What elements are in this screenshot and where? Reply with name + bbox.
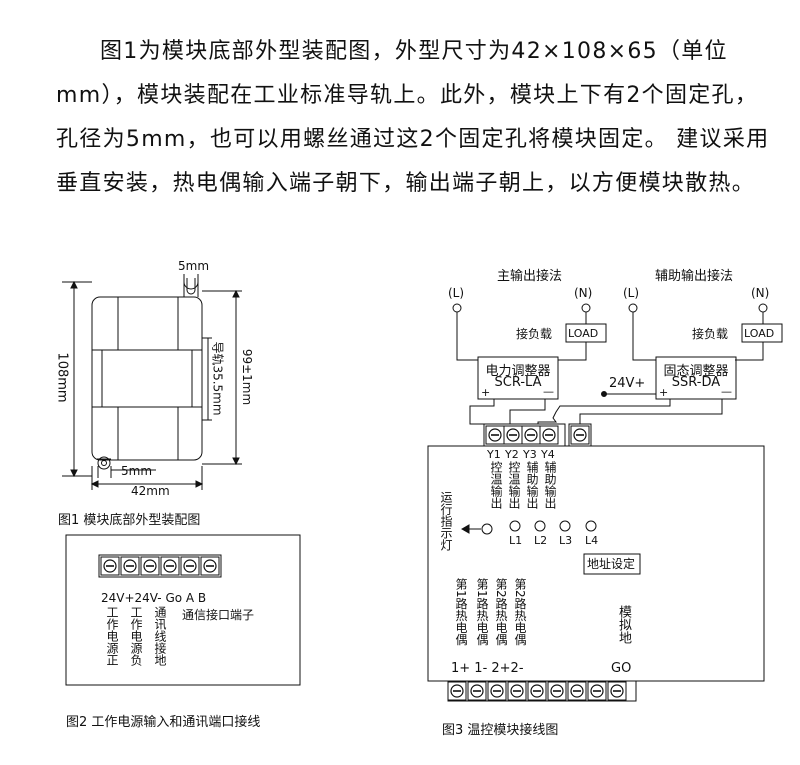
- fig2-col3: 通讯线接地: [153, 606, 167, 666]
- fig3-analog-ground: 模拟地: [616, 605, 631, 644]
- fig1-top-hole-label: 5mm: [178, 259, 210, 273]
- fig3-y4-desc: 辅助输出: [543, 461, 557, 509]
- fig3-y2-desc: 控温输出: [507, 461, 521, 509]
- fig2-col2: 工作电源负: [129, 606, 143, 666]
- fig3-bottom-labels: 1+ 1- 2+2-: [451, 661, 524, 676]
- fig3-minus2: —: [721, 385, 732, 398]
- fig3-load2-label: 接负载: [692, 327, 729, 341]
- fig3-scr2-model: SSR-DA: [671, 375, 721, 390]
- fig3-scr1-name: 电力调整器: [485, 364, 551, 379]
- fig2-caption: 图2 工作电源输入和通讯端口接线: [66, 715, 261, 730]
- fig1-height-label: 108mm: [54, 352, 70, 403]
- fig3-y2: Y2: [505, 448, 519, 461]
- fig1-drawing: [62, 274, 242, 490]
- fig3-tc4: 第2路热电偶: [513, 578, 527, 646]
- fig3-run-indicator: 运行指示灯: [439, 491, 453, 551]
- fig1-width-label: 42mm: [131, 484, 170, 498]
- fig3-load1-label: 接负载: [516, 327, 553, 341]
- fig3-load2: LOAD: [744, 327, 775, 340]
- fig3-go-label: GO: [611, 661, 632, 676]
- fig3-plus1: +: [481, 386, 491, 399]
- fig3-minus1: —: [543, 385, 554, 398]
- fig3-L1: (L): [448, 286, 465, 300]
- fig3-tc2: 第1路热电偶: [475, 578, 489, 646]
- fig3-addr: 地址设定: [587, 557, 636, 571]
- fig3-caption: 图3 温控模块接线图: [442, 723, 559, 738]
- fig2-comm-label: 通信接口端子: [182, 608, 255, 622]
- fig3-y1: Y1: [487, 448, 501, 461]
- fig3-load1: LOAD: [568, 327, 599, 340]
- fig3-drawing: [427, 303, 783, 702]
- fig3-l3: L3: [559, 534, 573, 547]
- fig1-rail-label: 导轨35.5mm: [210, 341, 225, 416]
- fig3-main-title: 主输出接法: [497, 269, 563, 284]
- fig2-col1: 工作电源正: [105, 606, 119, 666]
- fig3-24v: 24V+: [609, 376, 646, 391]
- fig3-l1: L1: [509, 534, 523, 547]
- fig3-scr2-name: 固态调整器: [663, 364, 729, 379]
- fig3-tc3: 第2路热电偶: [494, 578, 508, 646]
- fig2-terminal-labels: 24V+24V- Go A B: [101, 591, 207, 605]
- fig3-aux-title: 辅助输出接法: [655, 269, 734, 284]
- fig3-y3-desc: 辅助输出: [525, 461, 539, 509]
- fig3-L2: (L): [623, 286, 640, 300]
- fig3-y3: Y3: [523, 448, 537, 461]
- fig3-N2: (N): [751, 286, 770, 300]
- fig1-caption: 图1 模块底部外型装配图: [58, 513, 201, 528]
- fig3-plus2: +: [659, 386, 669, 399]
- fig3-l2: L2: [534, 534, 548, 547]
- fig2-drawing: [65, 534, 301, 686]
- fig3-tc1: 第1路热电偶: [454, 578, 468, 646]
- fig1-length-label: 99±1mm: [240, 348, 255, 406]
- fig3-scr1-model: SCR-LA: [494, 375, 542, 390]
- fig3-y4: Y4: [541, 448, 555, 461]
- fig3-N1: (N): [574, 286, 593, 300]
- intro-paragraph: 图1为模块底部外型装配图，外型尺寸为42×108×65（单位mm），模块装配在工…: [56, 39, 770, 196]
- fig3-y1-desc: 控温输出: [489, 461, 503, 509]
- fig3-l4: L4: [585, 534, 599, 547]
- fig1-bottom-hole-label: 5mm: [121, 464, 153, 478]
